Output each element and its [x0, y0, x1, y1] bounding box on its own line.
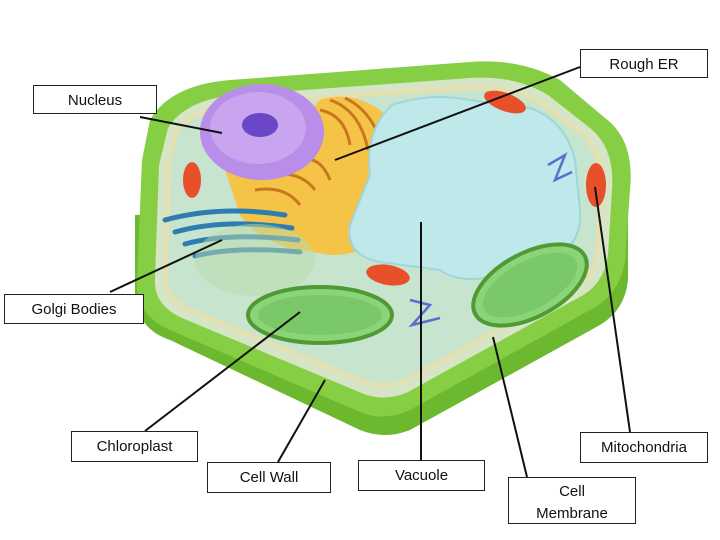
chloroplast-inner [482, 252, 578, 318]
mitochondrion [586, 163, 606, 207]
chloroplast-right [471, 242, 589, 328]
mitochondria-group [183, 90, 606, 286]
leader-cell-membrane [492, 336, 528, 478]
label-mitochondria: Mitochondria [580, 432, 708, 463]
label-cell-membrane-line2: Membrane [536, 505, 608, 522]
mitochondrion [183, 162, 201, 198]
nucleus [200, 84, 324, 180]
nucleolus [242, 113, 278, 137]
label-golgi-bodies: Golgi Bodies [4, 294, 144, 324]
leader-chloroplast [144, 311, 301, 432]
leader-golgi [109, 239, 223, 293]
leader-nucleus [139, 116, 223, 134]
label-cell-membrane: Cell Membrane [508, 477, 636, 524]
label-rough-er: Rough ER [580, 49, 708, 78]
mitochondrion [366, 264, 410, 286]
leader-lines [109, 66, 631, 478]
chloroplast-inner [258, 295, 382, 335]
label-cell-membrane-line1: Cell [559, 483, 585, 500]
golgi-vesicle-region [195, 224, 315, 296]
label-chloroplast: Chloroplast [71, 431, 198, 462]
leader-mitochondria [594, 186, 631, 433]
label-cell-wall: Cell Wall [207, 462, 331, 493]
label-vacuole: Vacuole [358, 460, 485, 491]
label-nucleus: Nucleus [33, 85, 157, 114]
chloroplast-left [246, 285, 394, 345]
leader-rough-er [334, 66, 581, 161]
leader-cell-wall [277, 379, 326, 463]
mitochondrion [484, 90, 526, 114]
